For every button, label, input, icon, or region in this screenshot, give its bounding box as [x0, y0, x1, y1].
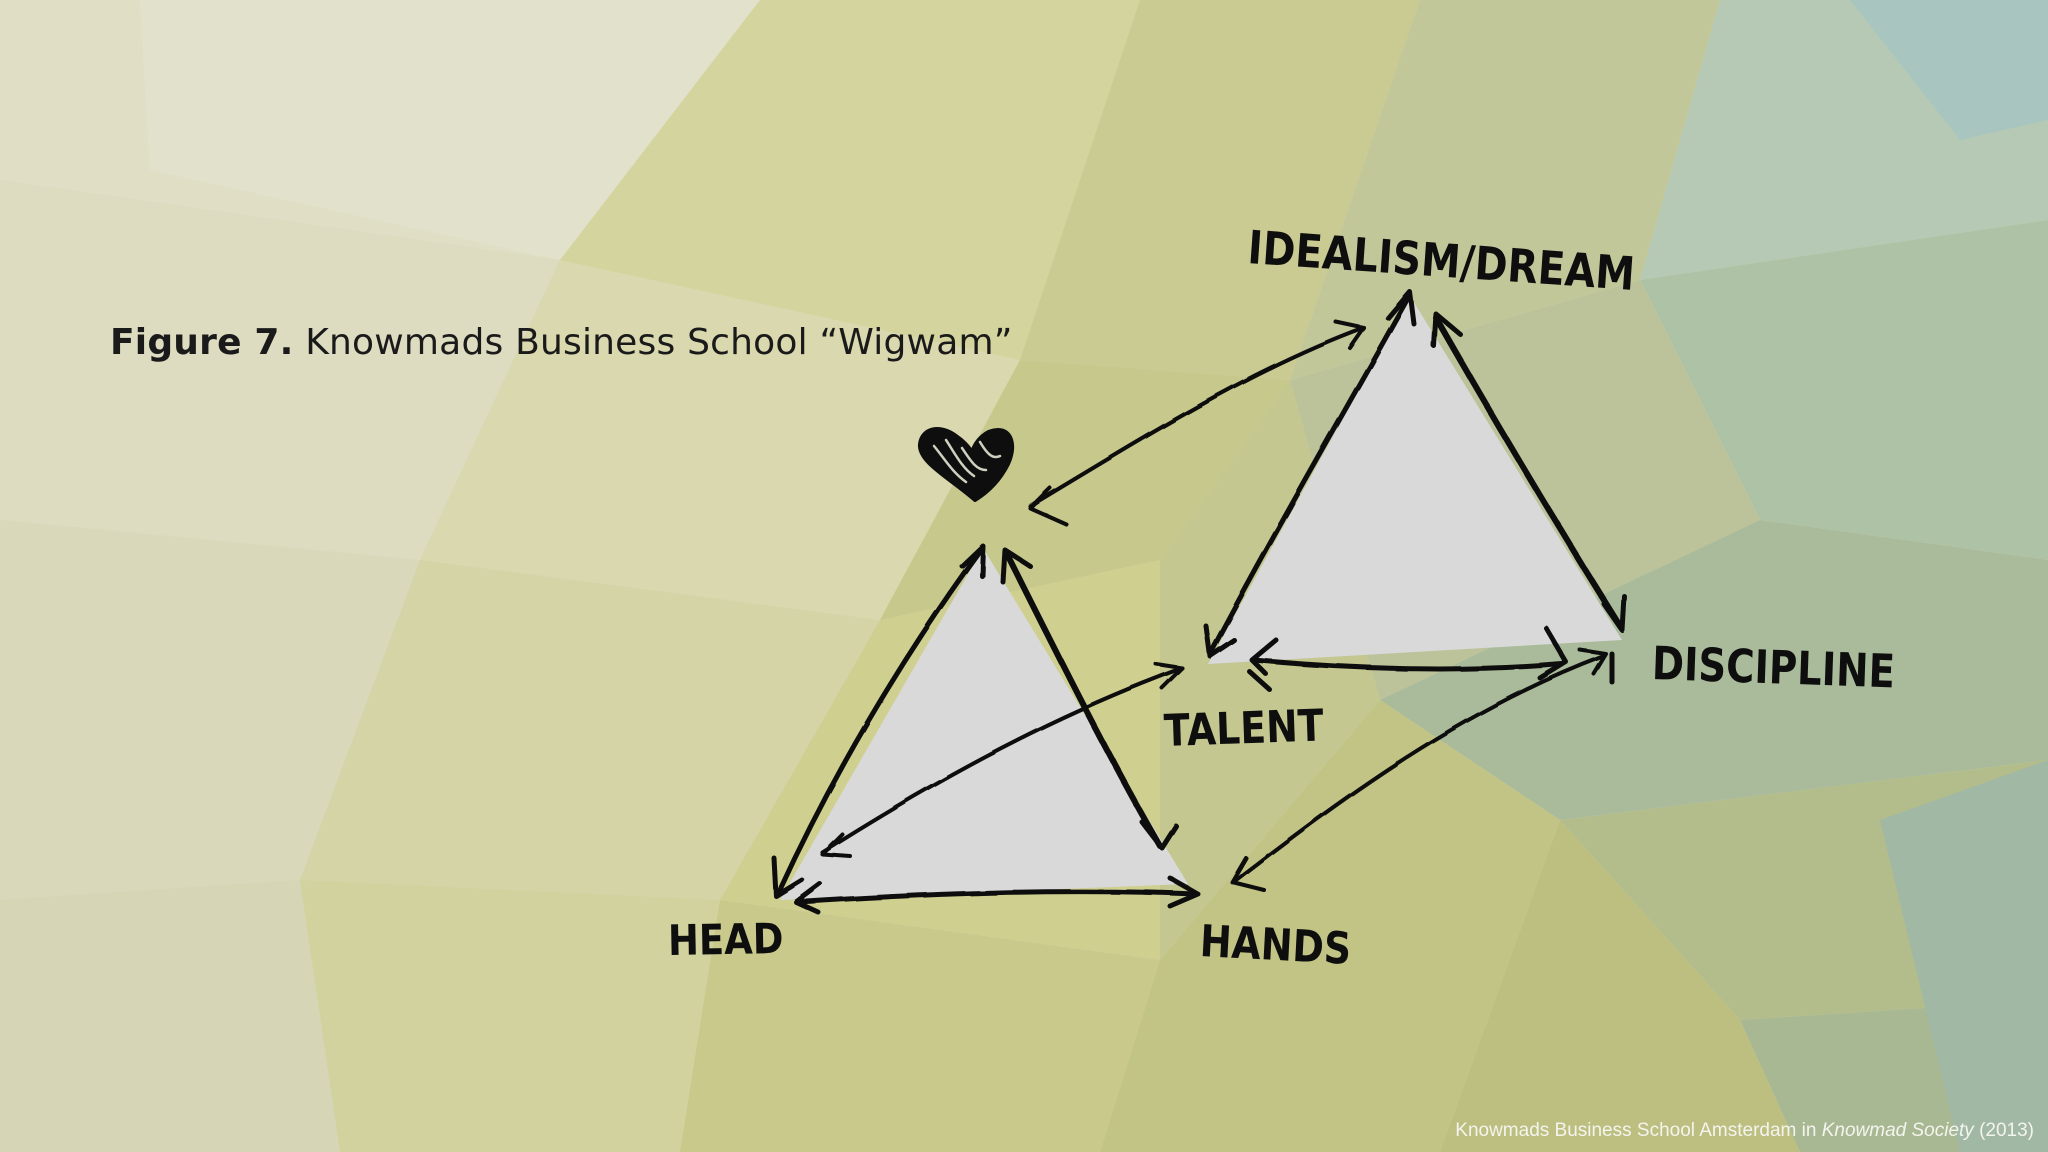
arrowhead-discipline-right [1537, 625, 1569, 681]
edge-head-hands [795, 889, 1199, 905]
source-credit: Knowmads Business School Amsterdam in Kn… [1455, 1120, 2034, 1142]
arrowhead-talent-up [1203, 623, 1237, 659]
edge-talent-discipline [1251, 657, 1565, 672]
edge-head-talent [820, 666, 1184, 854]
figure-caption: Figure 7. Knowmads Business School “Wigw… [110, 322, 1013, 363]
source-title: Knowmad Society [1821, 1120, 1974, 1141]
node-label-head: HEAD [667, 913, 784, 965]
arrowhead-idealism-right [1431, 311, 1463, 349]
left-triangle-fill [780, 548, 1188, 900]
node-label-discipline: DISCIPLINE [1651, 636, 1896, 699]
source-prefix: Knowmads Business School Amsterdam in [1455, 1120, 1822, 1141]
arrowhead-heart-right [1000, 547, 1033, 585]
node-label-talent: TALENT [1163, 700, 1325, 757]
arrowhead-discipline-diag [1578, 648, 1608, 676]
edge-heart-head [775, 545, 985, 897]
edge-idealism-talent [1207, 295, 1411, 657]
arrowhead-head-bottom [793, 881, 823, 915]
edge-idealism-discipline [1433, 315, 1623, 629]
arrowhead-hands-diag [1230, 856, 1266, 892]
source-year: (2013) [1973, 1120, 2034, 1141]
arrowhead-idealism-diag [1334, 320, 1366, 350]
arrowhead-hands-top [1139, 819, 1179, 851]
figure-label: Figure 7. [110, 322, 294, 363]
edge-heart-idealism [1028, 326, 1366, 508]
arrowhead-talent-diag [1154, 662, 1184, 690]
right-triangle-fill [1208, 296, 1622, 664]
talent-tick [1247, 669, 1273, 693]
arrowhead-hands-left [1167, 875, 1201, 909]
edge-hands-discipline [1234, 654, 1606, 882]
arrowhead-idealism-up [1385, 289, 1417, 327]
arrowhead-head-left [771, 855, 805, 899]
heart-icon [917, 427, 1015, 502]
figure-title: Knowmads Business School “Wigwam” [305, 322, 1013, 363]
arrowhead-discipline-top [1601, 593, 1627, 633]
arrowhead-heart-up [959, 543, 986, 579]
arrowhead-heart-diag [1028, 486, 1068, 526]
arrowhead-talent-left [1249, 637, 1279, 677]
arrowhead-head-diag [820, 832, 852, 858]
node-label-hands: HANDS [1198, 916, 1353, 975]
